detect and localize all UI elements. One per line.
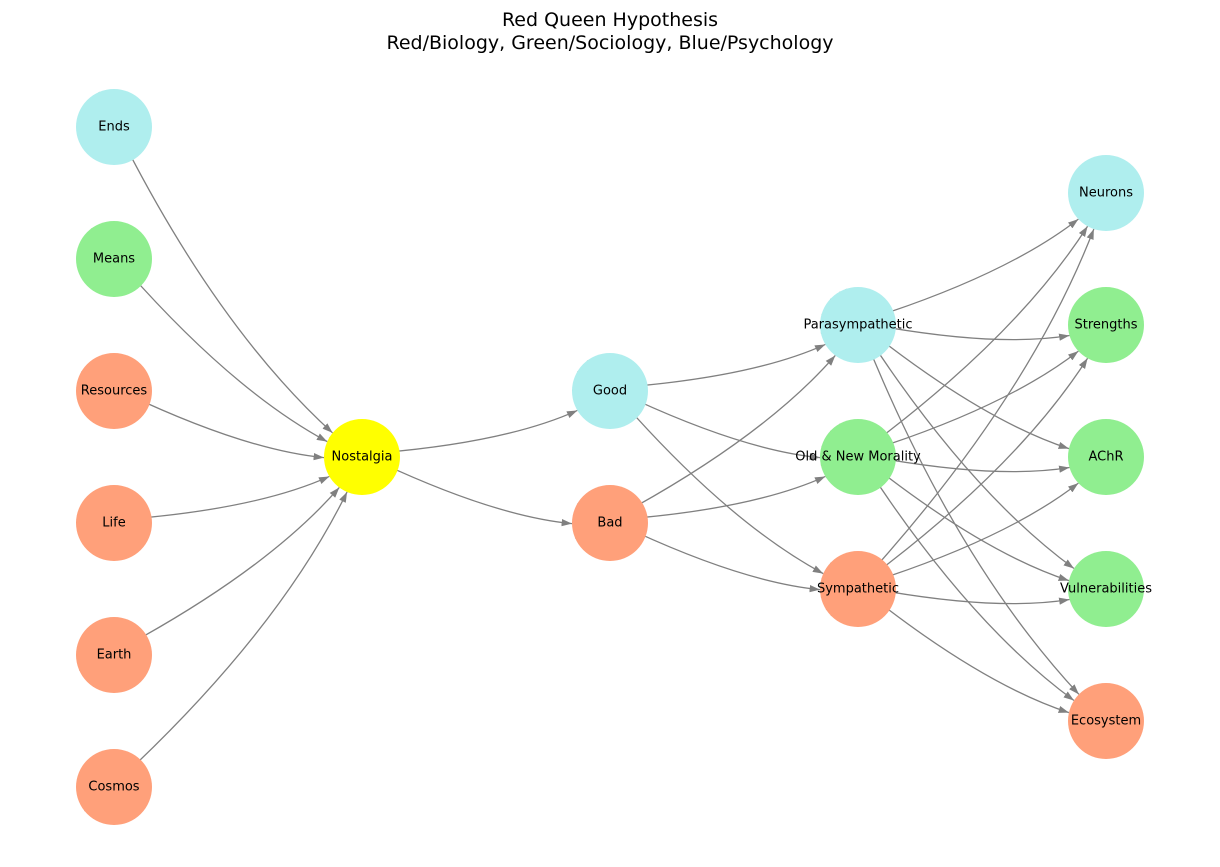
node-sympathetic-circle bbox=[820, 551, 896, 627]
node-life: Life bbox=[76, 485, 152, 561]
node-parasympathetic-label: Parasympathetic bbox=[803, 318, 912, 333]
node-means-circle bbox=[76, 221, 152, 297]
node-means: Means bbox=[76, 221, 152, 297]
node-cosmos-label: Cosmos bbox=[88, 780, 139, 795]
node-earth-label: Earth bbox=[97, 648, 132, 663]
node-neurons: Neurons bbox=[1068, 155, 1144, 231]
node-sympathetic-label: Sympathetic bbox=[817, 582, 899, 597]
node-resources-label: Resources bbox=[81, 384, 148, 399]
node-achr-label: AChR bbox=[1088, 450, 1123, 465]
edge-layer bbox=[75, 91, 1095, 812]
node-nostalgia: Nostalgia bbox=[324, 419, 400, 495]
node-cosmos: Cosmos bbox=[76, 749, 152, 825]
node-ends-circle bbox=[76, 89, 152, 165]
node-resources-circle bbox=[76, 353, 152, 429]
node-strengths: Strengths bbox=[1068, 287, 1144, 363]
node-good-circle bbox=[572, 353, 648, 429]
node-cosmos-circle bbox=[76, 749, 152, 825]
node-parasympathetic-circle bbox=[820, 287, 896, 363]
node-sympathetic: Sympathetic bbox=[817, 551, 899, 627]
node-strengths-label: Strengths bbox=[1074, 318, 1137, 333]
node-morality: Old & New Morality bbox=[795, 419, 921, 495]
node-means-label: Means bbox=[93, 252, 135, 267]
node-neurons-label: Neurons bbox=[1079, 186, 1133, 201]
diagram-title: Red Queen Hypothesis bbox=[502, 9, 718, 31]
diagram-subtitle: Red/Biology, Green/Sociology, Blue/Psych… bbox=[386, 32, 833, 54]
node-earth: Earth bbox=[76, 617, 152, 693]
node-morality-circle bbox=[820, 419, 896, 495]
node-bad-label: Bad bbox=[597, 516, 622, 531]
node-vulnerabilities: Vulnerabilities bbox=[1060, 551, 1152, 627]
node-life-label: Life bbox=[102, 516, 125, 531]
node-achr-circle bbox=[1068, 419, 1144, 495]
node-bad-circle bbox=[572, 485, 648, 561]
node-strengths-circle bbox=[1068, 287, 1144, 363]
node-earth-circle bbox=[76, 617, 152, 693]
node-ecosystem: Ecosystem bbox=[1068, 683, 1144, 759]
node-neurons-circle bbox=[1068, 155, 1144, 231]
node-bad: Bad bbox=[572, 485, 648, 561]
node-parasympathetic: Parasympathetic bbox=[803, 287, 913, 363]
node-morality-label: Old & New Morality bbox=[795, 450, 921, 465]
node-vulnerabilities-label: Vulnerabilities bbox=[1060, 582, 1152, 597]
node-good-label: Good bbox=[593, 384, 627, 399]
node-vulnerabilities-circle bbox=[1068, 551, 1144, 627]
node-life-circle bbox=[76, 485, 152, 561]
node-achr: AChR bbox=[1068, 419, 1144, 495]
node-ecosystem-label: Ecosystem bbox=[1071, 714, 1141, 729]
node-resources: Resources bbox=[76, 353, 152, 429]
node-ecosystem-circle bbox=[1068, 683, 1144, 759]
node-good: Good bbox=[572, 353, 648, 429]
node-ends: Ends bbox=[76, 89, 152, 165]
node-ends-label: Ends bbox=[98, 120, 130, 135]
node-nostalgia-label: Nostalgia bbox=[332, 450, 393, 465]
node-nostalgia-circle bbox=[324, 419, 400, 495]
